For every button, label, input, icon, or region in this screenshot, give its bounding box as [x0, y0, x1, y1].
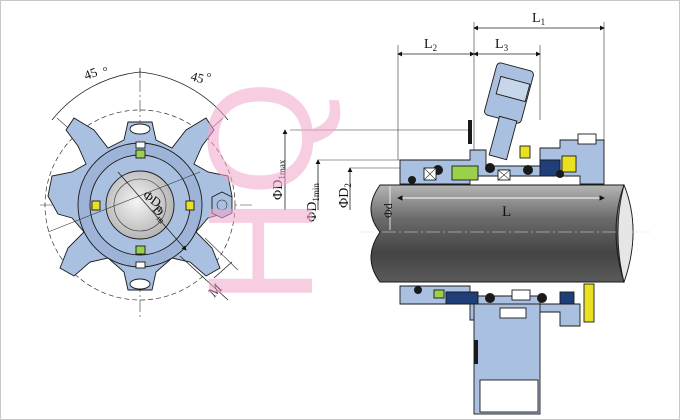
drive-tab-bottom	[135, 245, 146, 255]
phi-d2-label: ΦD2	[337, 183, 353, 208]
shaft-end	[617, 183, 634, 284]
seal-face-top-green	[451, 165, 479, 181]
upper-marker	[468, 120, 472, 144]
slot-top	[129, 123, 151, 135]
drive-tab-top	[135, 149, 146, 159]
end-view: 45 o 45 o ΦD4	[40, 64, 255, 320]
spring-bottom	[583, 283, 595, 323]
l1-label: L1	[532, 11, 545, 27]
degree-mark-left: o	[103, 64, 107, 73]
slot-bottom	[129, 278, 151, 290]
bore	[105, 170, 175, 240]
bore-inner	[113, 178, 167, 232]
phi-d1min-label: ΦD1min	[305, 183, 321, 222]
watermark: HQ	[176, 80, 344, 305]
degree-mark-right: o	[207, 70, 211, 79]
m-dim-line	[179, 255, 229, 301]
section-view: L1 L2 L3 ΦD1max ΦD1min ΦD2	[271, 11, 650, 415]
angle-left-label: 45	[82, 64, 99, 83]
spring-tab-right	[185, 200, 195, 211]
o-ring-2	[485, 163, 495, 173]
phi-d-label: Φd	[381, 203, 395, 218]
lower-marker	[474, 340, 478, 364]
set-screw-hex	[211, 191, 233, 219]
phi-d1max-label: ΦD1max	[271, 159, 287, 200]
l3-label: L3	[495, 37, 509, 53]
o-ring-3	[523, 165, 533, 175]
d4-dim-line	[117, 171, 187, 251]
watermark-text: HQ	[176, 80, 344, 305]
angle-right-label: 45	[189, 68, 205, 86]
spring-tab-left	[91, 200, 101, 211]
l-label: L	[502, 204, 511, 220]
l2-label: L2	[424, 37, 437, 53]
seal-face-bottom-navy	[445, 291, 479, 305]
shaft	[370, 184, 634, 283]
